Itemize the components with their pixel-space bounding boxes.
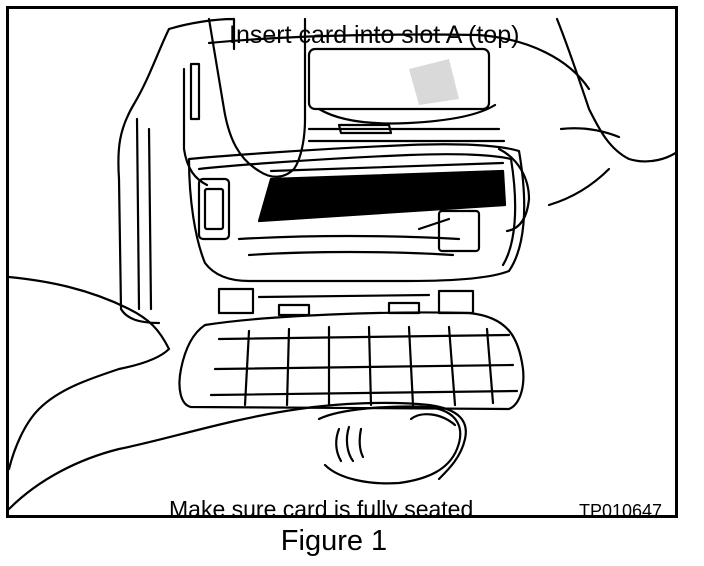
hand-inserting-card-icon — [207, 17, 675, 233]
instruction-top: Insert card into slot A (top) — [229, 21, 520, 49]
illustration — [9, 17, 675, 511]
card-icon — [257, 161, 507, 223]
figure-caption: Figure 1 — [280, 525, 388, 557]
figure-code: TP010647 — [579, 501, 663, 518]
card-door-panel-icon — [178, 287, 525, 411]
instruction-bottom: Make sure card is fully seated — [169, 496, 474, 518]
figure-caption-container: Figure 1 — [0, 525, 704, 557]
card-reader-device-icon — [117, 17, 591, 325]
figure-frame: Insert card into slot A (top) Make sure … — [6, 6, 678, 518]
